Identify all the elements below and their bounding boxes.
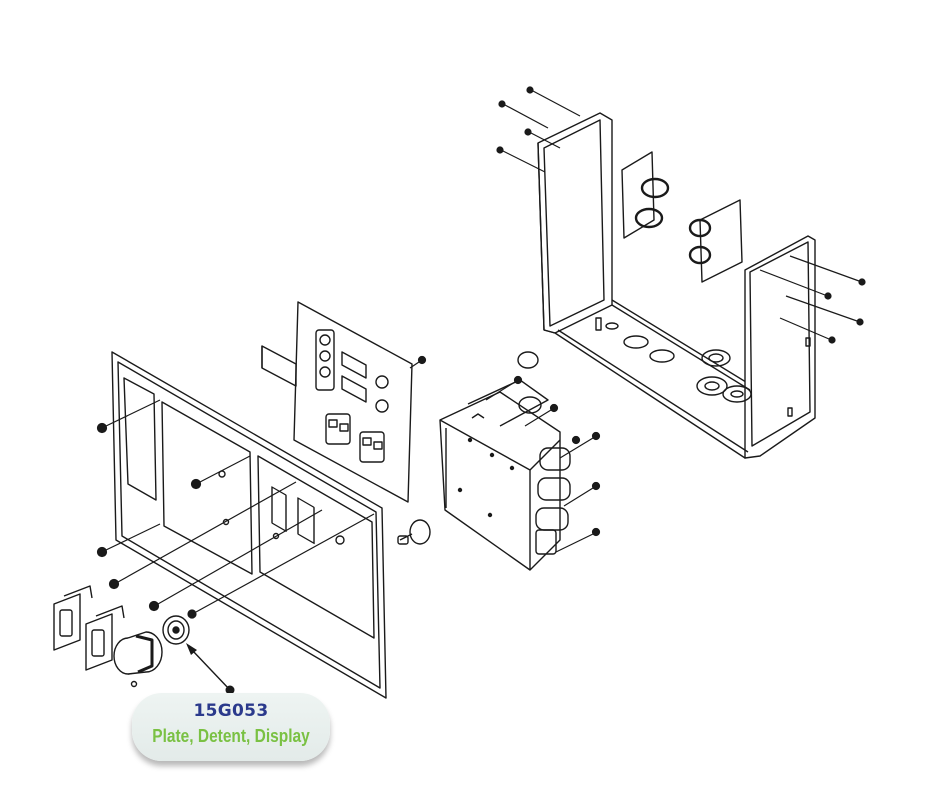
grommet	[701, 349, 731, 367]
grommet	[696, 376, 728, 396]
rocker-switch	[85, 605, 125, 671]
knob	[113, 631, 163, 688]
enclosure-chassis	[537, 112, 816, 459]
part-number: 15G053	[193, 701, 269, 721]
screw	[496, 86, 866, 344]
callout-leader	[186, 643, 235, 695]
control-board-assembly	[439, 351, 571, 571]
front-panel	[111, 351, 387, 699]
rocker-switch	[53, 585, 93, 651]
potentiometer	[397, 519, 431, 545]
detent-plate	[162, 615, 190, 645]
screw	[409, 355, 601, 553]
grommet	[722, 385, 752, 403]
screw	[96, 399, 375, 619]
part-name: Plate, Detent, Display	[152, 726, 310, 746]
overlay-membrane	[261, 301, 413, 503]
part-callout-label: 15G053 Plate, Detent, Display	[132, 693, 330, 761]
